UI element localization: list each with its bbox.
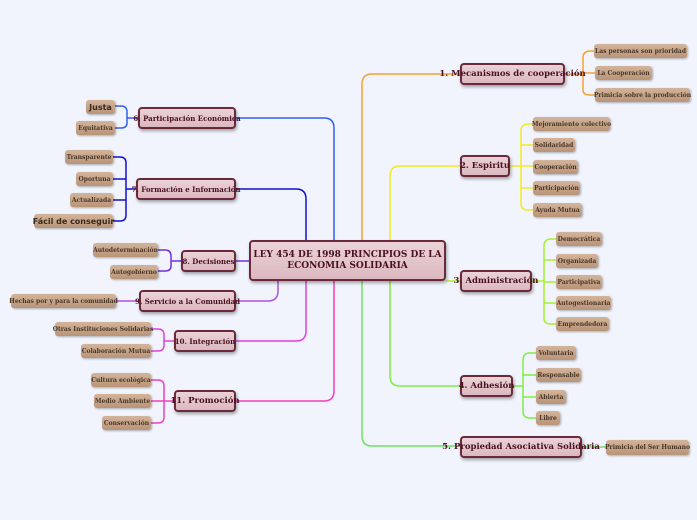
subtopic[interactable]: Otras Instituciones Solidarias (53, 322, 153, 336)
topic-3[interactable]: 3. Administración (454, 270, 538, 292)
subtopic[interactable]: Conservación (102, 416, 151, 430)
connector-10 (236, 281, 307, 342)
subtopic[interactable]: Solidaridad (533, 138, 575, 152)
subtopic[interactable]: Primicia del Ser Humano (605, 440, 690, 455)
subtopic[interactable]: Emprendedora (556, 317, 609, 331)
connector-5 (361, 281, 460, 447)
subtopic[interactable]: Participativa (556, 275, 602, 289)
subtopic[interactable]: Voluntaria (536, 346, 576, 360)
subtopic[interactable]: Mejoramiento colectivo (532, 117, 611, 131)
connector-7 (236, 188, 307, 240)
subtopic[interactable]: La Cooperación (595, 66, 652, 80)
connector-4 (389, 281, 460, 387)
topic-4[interactable]: 4. Adhesión (459, 375, 514, 397)
subtopic[interactable]: Responsable (536, 368, 581, 382)
subtopic[interactable]: Colaboración Mutua (81, 344, 151, 358)
subtopic[interactable]: Actualizada (70, 193, 113, 207)
subtopic[interactable]: Autodeterminación (93, 243, 158, 257)
central-topic[interactable]: LEY 454 DE 1998 PRINCIPIOS DE LA ECONOMI… (249, 240, 446, 281)
subtopic[interactable]: Abierta (536, 390, 566, 404)
topic-10[interactable]: 10. Integración (174, 330, 236, 352)
subtopic[interactable]: Autogestionaria (556, 296, 611, 310)
subtopic[interactable]: Participación (533, 181, 580, 195)
subtopic[interactable]: Organizada (556, 254, 598, 268)
subtopic[interactable]: Equitativa (76, 121, 115, 135)
subtopic[interactable]: Ayuda Mutua (533, 203, 582, 217)
subtopic[interactable]: Oportuna (76, 172, 113, 186)
connector-11 (236, 281, 335, 402)
connector-9 (236, 281, 279, 302)
subtopic[interactable]: Libre (536, 411, 560, 425)
topic-8[interactable]: 8. Decisiones (181, 250, 236, 272)
connector-1 (361, 73, 460, 250)
subtopic[interactable]: Medio Ambiente (94, 394, 151, 408)
topic-6[interactable]: 6. Participación Económica (133, 107, 241, 129)
subtopic[interactable]: Fácil de conseguir (33, 214, 114, 228)
subtopic[interactable]: Primicia sobre la producción (594, 88, 691, 102)
subtopic[interactable]: Hechas por y para la comunidad (9, 294, 118, 308)
subtopic[interactable]: Justa (86, 100, 115, 114)
topic-7[interactable]: 7. Formación e Información (132, 178, 241, 200)
topic-2[interactable]: 2. Espiritu (460, 155, 510, 177)
topic-9[interactable]: 9. Servicio a la Comunidad (135, 290, 240, 312)
connector-6 (236, 117, 335, 240)
topic-1[interactable]: 1. Mecanismos de cooperación (439, 63, 586, 85)
subtopic[interactable]: Transparente (65, 150, 113, 164)
topic-11[interactable]: 11. Promoción (170, 390, 240, 412)
subtopic[interactable]: Democrática (556, 232, 602, 246)
subtopic[interactable]: Cultura ecológica (91, 373, 151, 387)
subtopic[interactable]: Autogobierno (110, 265, 158, 279)
subtopic[interactable]: Cooperación (533, 160, 578, 174)
subtopic[interactable]: Las personas son prioridad (594, 44, 687, 58)
topic-5[interactable]: 5. Propiedad Asociativa Solidaria (442, 436, 600, 458)
